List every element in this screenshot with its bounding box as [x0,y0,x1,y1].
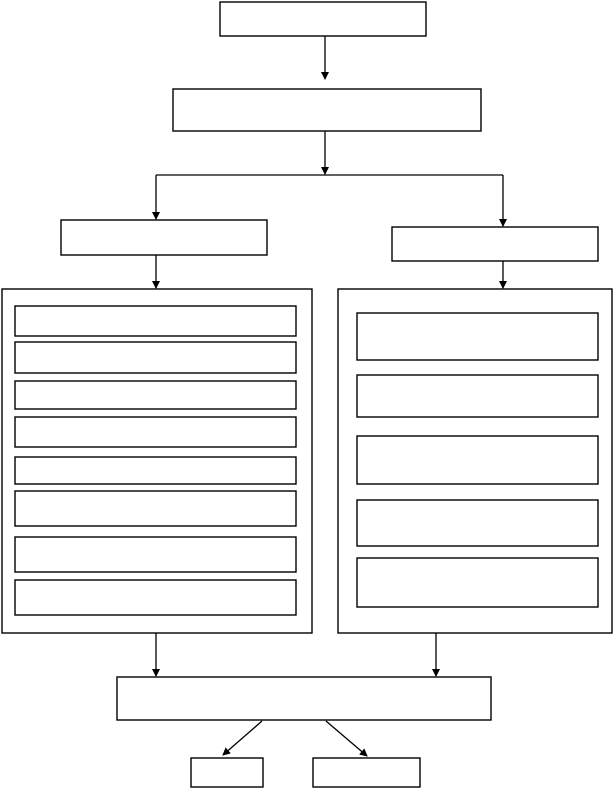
right-header-box [391,226,599,262]
left-item-2 [14,341,297,374]
outcome-left-box [190,757,264,788]
left-item-5 [14,456,297,485]
left-item-6 [14,490,297,527]
top-box [219,1,427,37]
arrow-merge-to-outcome-left [222,720,263,756]
right-item-5 [356,557,599,608]
left-item-1 [14,305,297,337]
left-item-8 [14,579,297,616]
arrow-merge-to-outcome-right [325,720,368,757]
second-box [172,88,482,132]
split-connector [152,131,507,227]
right-item-3 [356,435,599,485]
left-panel [1,288,313,634]
left-item-3 [14,380,297,410]
merge-box [116,676,492,721]
right-item-2 [356,374,599,418]
right-item-1 [356,312,599,361]
right-panel [337,288,613,634]
outcome-right-box [312,757,421,788]
left-item-4 [14,416,297,448]
left-header-box [60,219,268,256]
right-item-4 [356,499,599,547]
left-item-7 [14,536,297,573]
